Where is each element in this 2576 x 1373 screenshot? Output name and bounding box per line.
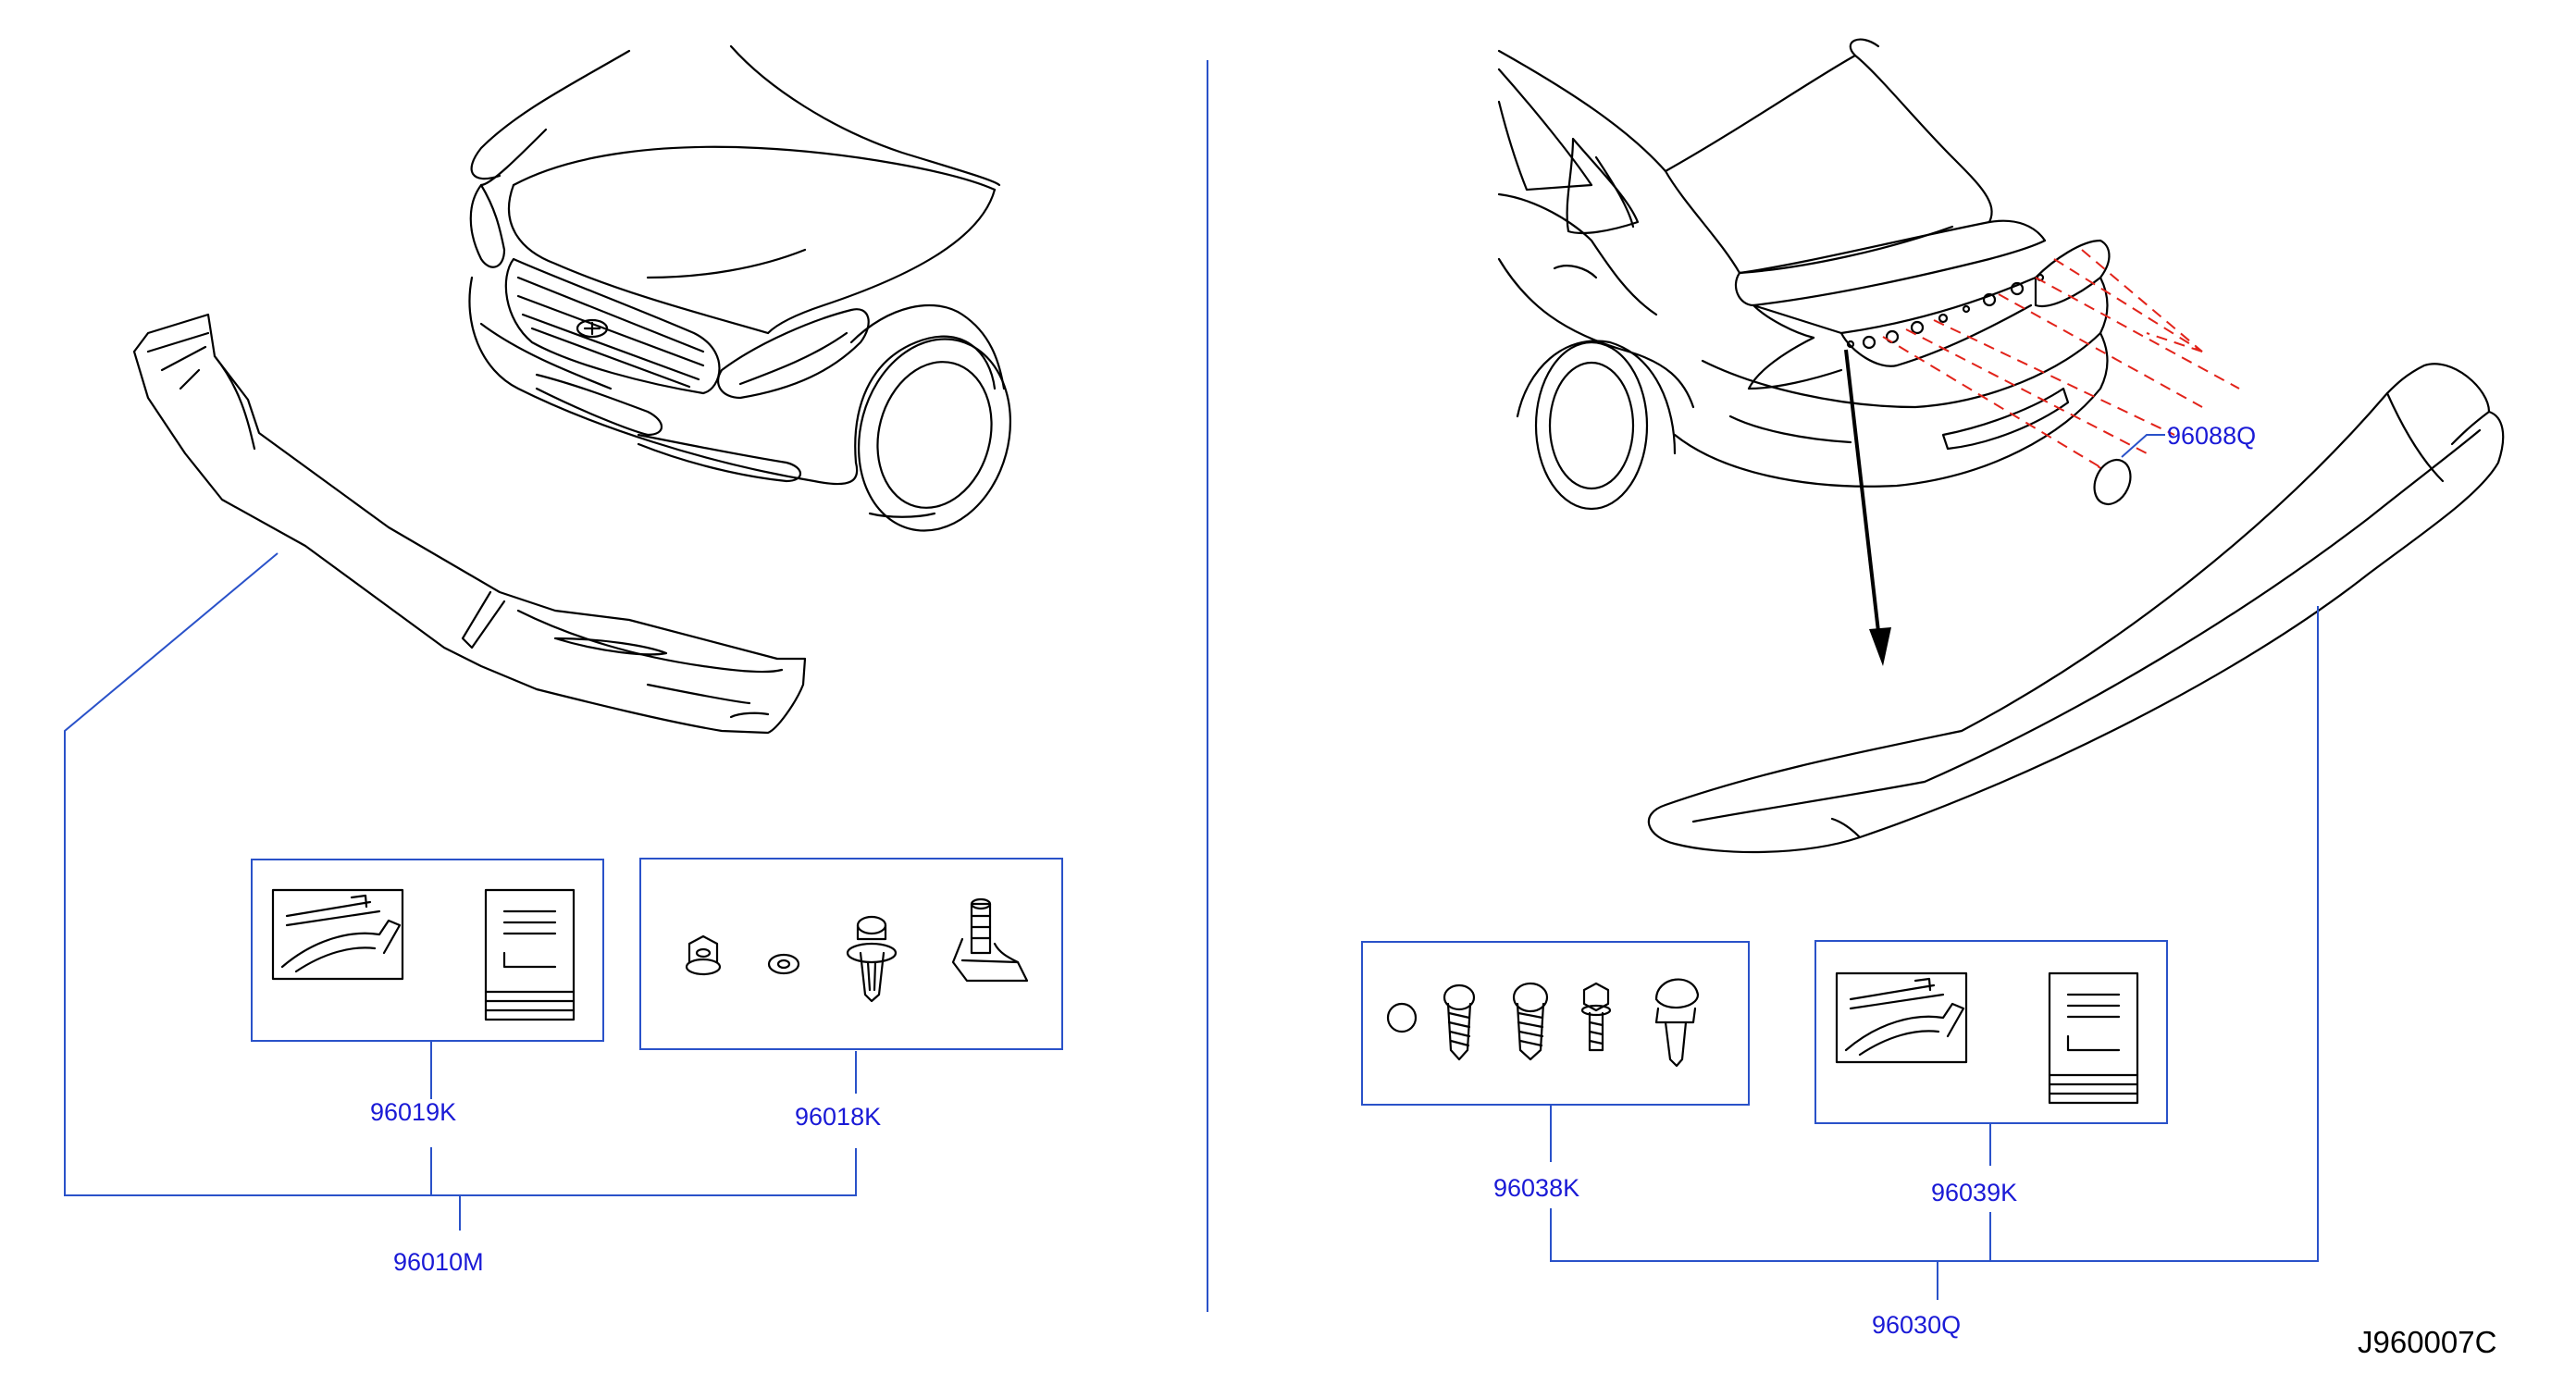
- rear-leader-lines: [1550, 606, 2319, 1300]
- booklet-icon-front: [484, 888, 576, 1021]
- label-96018K: 96018K: [795, 1103, 881, 1131]
- screw-icon-2: [1512, 982, 1549, 1061]
- rear-car-illustration: [1497, 38, 2111, 511]
- mounting-guide-dashes: [1882, 249, 2240, 482]
- washer-icon: [767, 953, 800, 975]
- emblem-cap-part: [2093, 458, 2132, 506]
- instruction-sheet-icon-rear: [1835, 971, 1968, 1064]
- figure-reference: J960007C: [2358, 1325, 2496, 1359]
- rear-trunk-spoiler: [1647, 363, 2505, 854]
- label-96038K: 96038K: [1493, 1174, 1579, 1202]
- front-lip-spoiler: [132, 313, 807, 735]
- instructions-kit-box-front: [251, 859, 604, 1042]
- trim-clip-icon: [1654, 978, 1700, 1068]
- booklet-icon-rear: [2048, 971, 2139, 1105]
- hardware-kit-box-front: [639, 858, 1063, 1050]
- label-96030Q: 96030Q: [1872, 1311, 1961, 1339]
- instructions-kit-box-rear: [1814, 940, 2168, 1124]
- install-arrow: [1844, 349, 1891, 666]
- grommet-icon: [1386, 1002, 1418, 1033]
- label-96088Q: 96088Q: [2167, 422, 2256, 450]
- front-car-illustration: [468, 44, 1012, 532]
- emblem-cap-leader: [2121, 434, 2165, 458]
- label-96019K: 96019K: [370, 1098, 456, 1126]
- front-leader-lines: [64, 552, 857, 1231]
- instruction-sheet-icon-front: [271, 888, 404, 981]
- label-96010M: 96010M: [393, 1248, 484, 1276]
- push-clip-icon: [846, 915, 898, 1003]
- hardware-kit-box-rear: [1361, 941, 1750, 1106]
- screw-icon-1: [1443, 983, 1476, 1061]
- u-nut-clip-icon: [951, 897, 1029, 983]
- bolt-icon: [1580, 982, 1612, 1052]
- label-96039K: 96039K: [1931, 1179, 2017, 1206]
- nut-icon: [685, 934, 722, 976]
